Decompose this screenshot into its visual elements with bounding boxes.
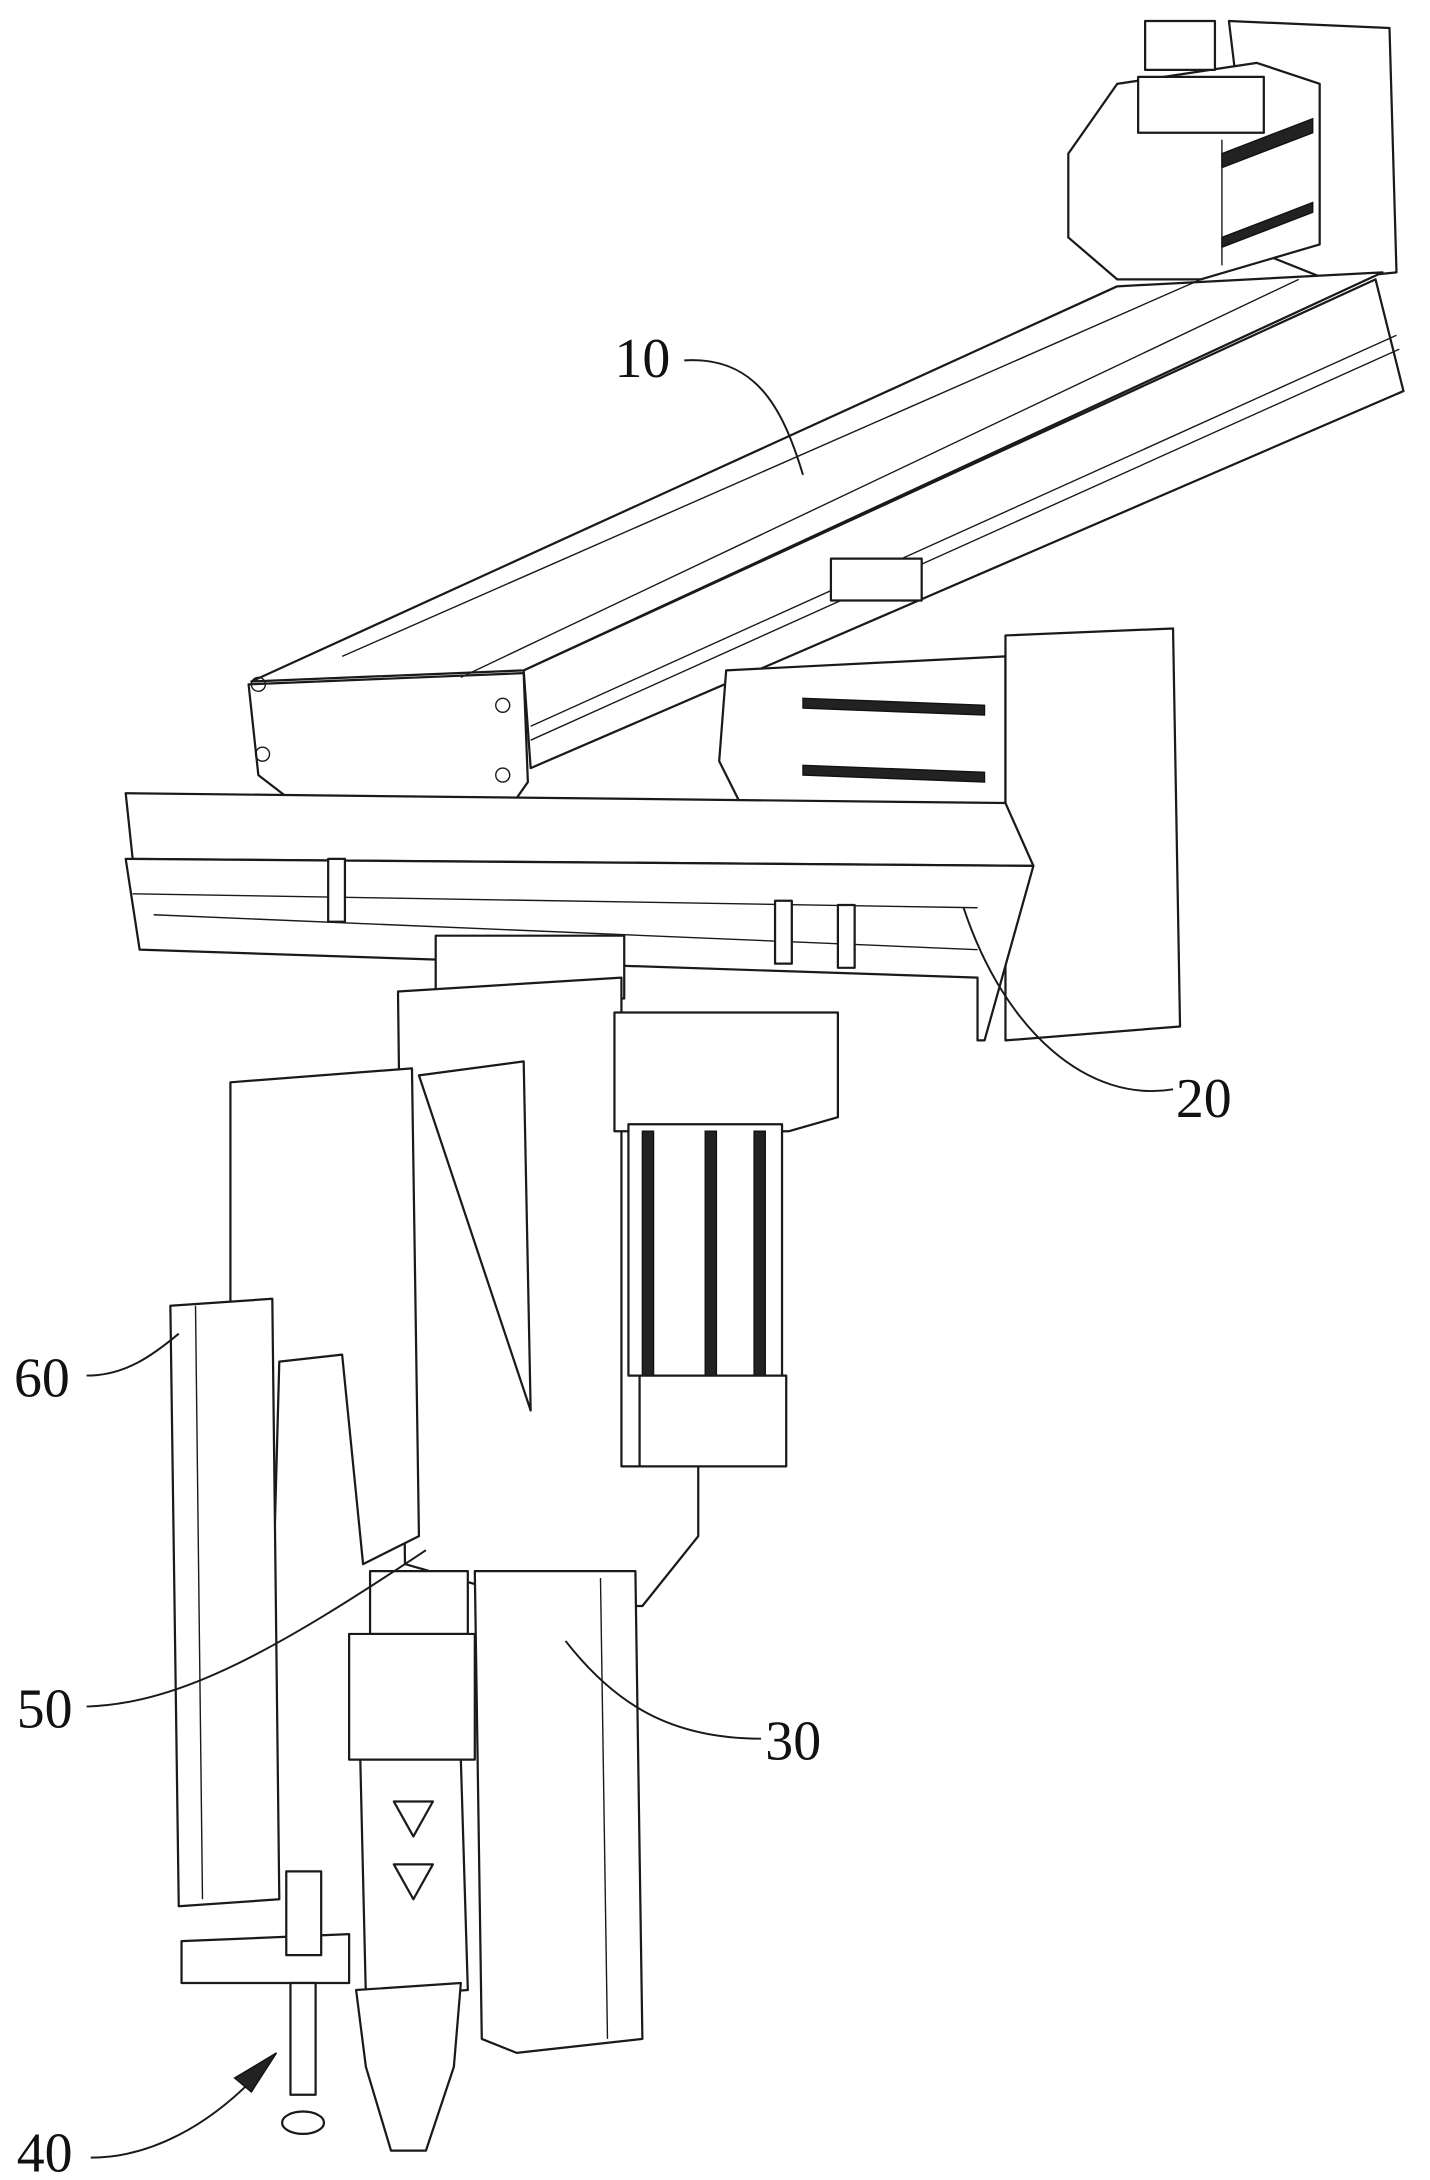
label-40: 40 [17, 2123, 73, 2180]
suction-nozzle [282, 1871, 324, 2134]
label-10: 10 [614, 328, 670, 390]
rear-motor [1068, 21, 1396, 279]
label-30: 30 [765, 1711, 821, 1773]
label-60: 60 [14, 1348, 70, 1410]
tool-module [349, 1571, 475, 2151]
arrow-40 [235, 2053, 277, 2092]
label-20: 20 [1176, 1068, 1232, 1130]
leader-40 [91, 2081, 252, 2158]
label-50: 50 [17, 1678, 73, 1740]
leader-60 [87, 1334, 179, 1376]
